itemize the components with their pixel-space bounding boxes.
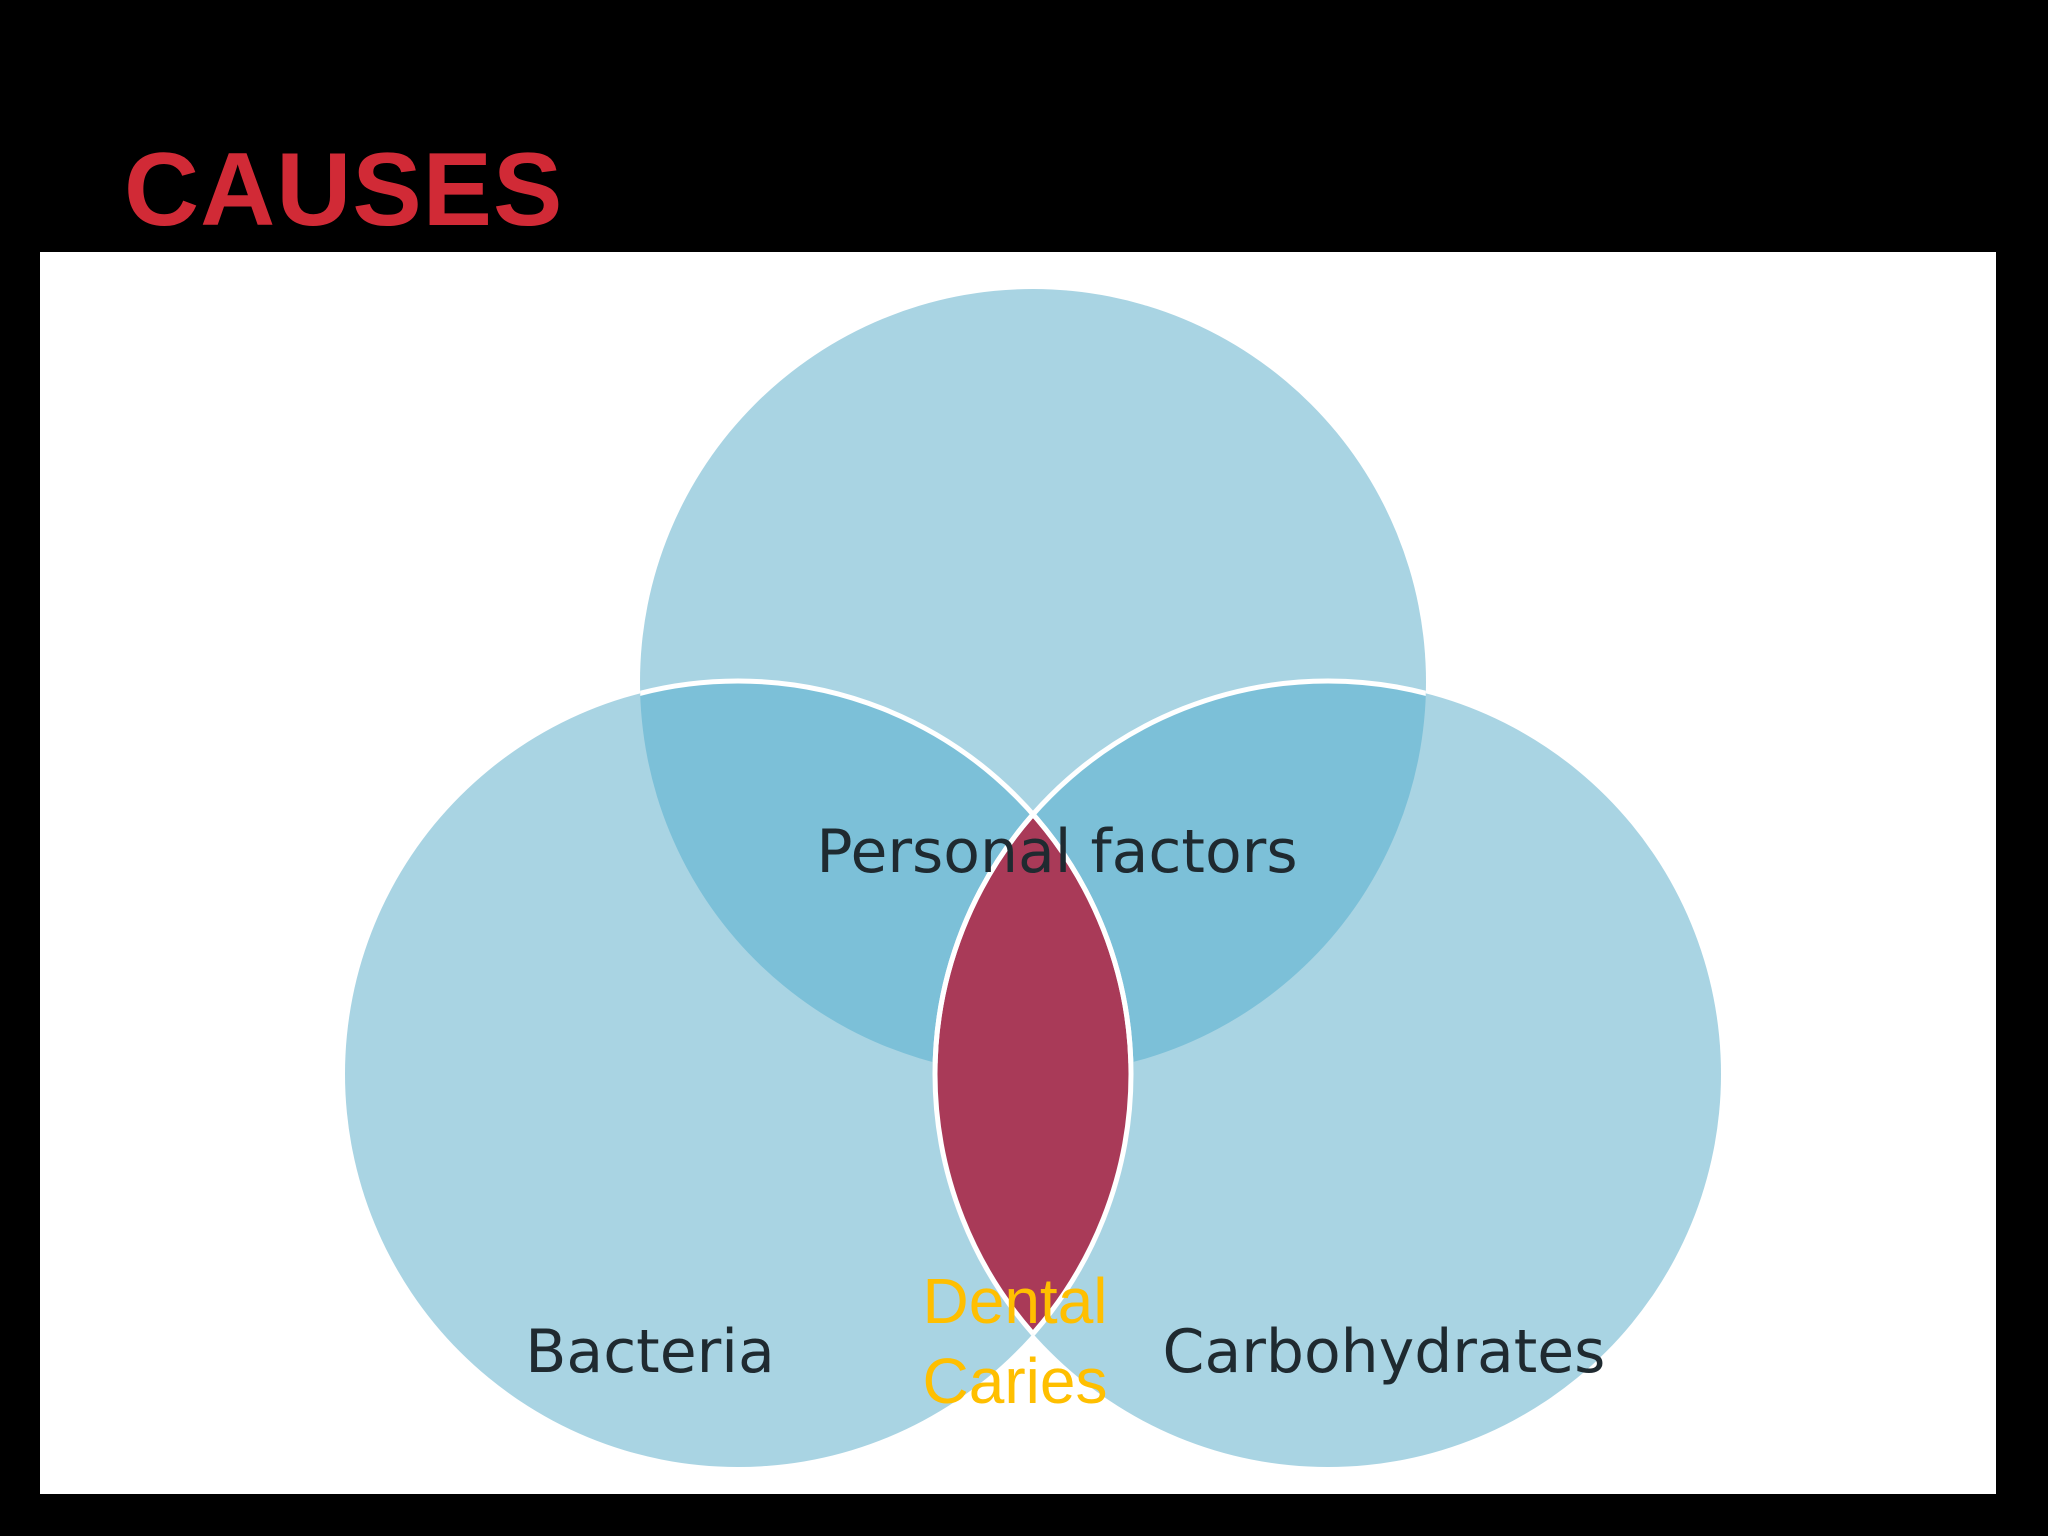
venn-diagram-panel: Personal factors Bacteria Carbohydrates … <box>40 252 1996 1494</box>
label-personal-factors: Personal factors <box>816 817 1297 887</box>
label-dental-caries-line1: Dental <box>923 1265 1108 1337</box>
outline-lens-left <box>935 681 1134 1467</box>
outline-lens-right <box>932 681 1131 1467</box>
slide-title: CAUSES <box>124 132 564 248</box>
label-carbohydrates: Carbohydrates <box>1163 1317 1606 1387</box>
label-bacteria: Bacteria <box>525 1317 774 1387</box>
venn-diagram: Personal factors Bacteria Carbohydrates … <box>345 289 1721 1467</box>
label-dental-caries-line2: Caries <box>923 1345 1108 1417</box>
